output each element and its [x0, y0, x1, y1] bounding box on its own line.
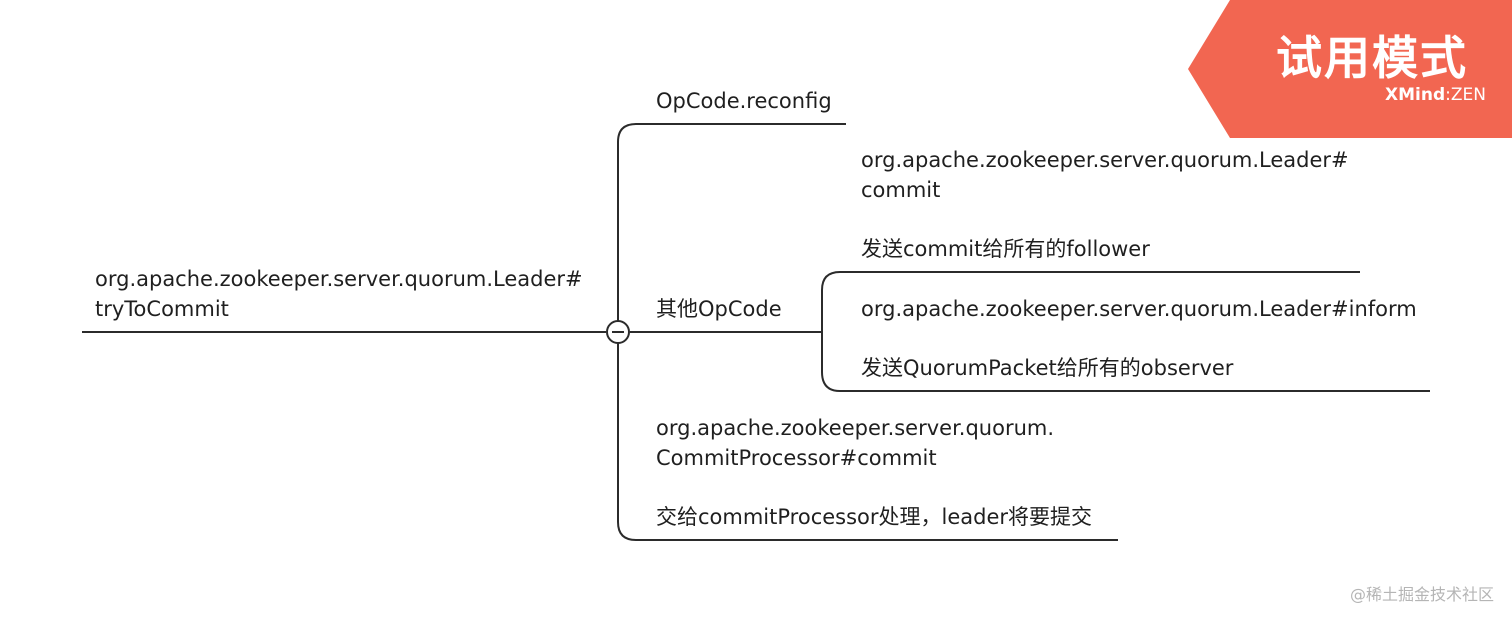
topic-leader-commit-line1[interactable]: org.apache.zookeeper.server.quorum.Leade… [861, 148, 1349, 172]
topic-send-quorum-packet[interactable]: 发送QuorumPacket给所有的observer [861, 356, 1234, 380]
brand-bold: XMind [1385, 85, 1446, 105]
trial-mode-badge: 试用模式 XMind:ZEN [1188, 0, 1512, 138]
root-topic-line2[interactable]: tryToCommit [95, 297, 229, 321]
brand-rest: ZEN [1450, 85, 1486, 105]
topic-other-opcode[interactable]: 其他OpCode [656, 297, 782, 321]
topic-leader-inform[interactable]: org.apache.zookeeper.server.quorum.Leade… [861, 297, 1417, 321]
root-topic-line1[interactable]: org.apache.zookeeper.server.quorum.Leade… [95, 267, 583, 291]
topic-commit-processor-line2[interactable]: CommitProcessor#commit [656, 446, 937, 470]
brand-sep: : [1445, 85, 1451, 105]
xmind-zen-brand: XMind:ZEN [1385, 84, 1486, 106]
topic-opcode-reconfig[interactable]: OpCode.reconfig [656, 89, 832, 113]
topic-leader-commit-line2[interactable]: commit [861, 178, 941, 202]
trial-mode-title: 试用模式 [1276, 31, 1468, 85]
topic-commit-processor-desc[interactable]: 交给commitProcessor处理，leader将要提交 [656, 505, 1093, 529]
topic-send-commit[interactable]: 发送commit给所有的follower [861, 237, 1150, 261]
sub-trunk [821, 271, 1430, 392]
juejin-watermark: @稀土掘金技术社区 [1349, 585, 1494, 604]
topic-commit-processor-line1[interactable]: org.apache.zookeeper.server.quorum. [656, 416, 1055, 440]
minus-circle-icon[interactable] [606, 320, 630, 344]
